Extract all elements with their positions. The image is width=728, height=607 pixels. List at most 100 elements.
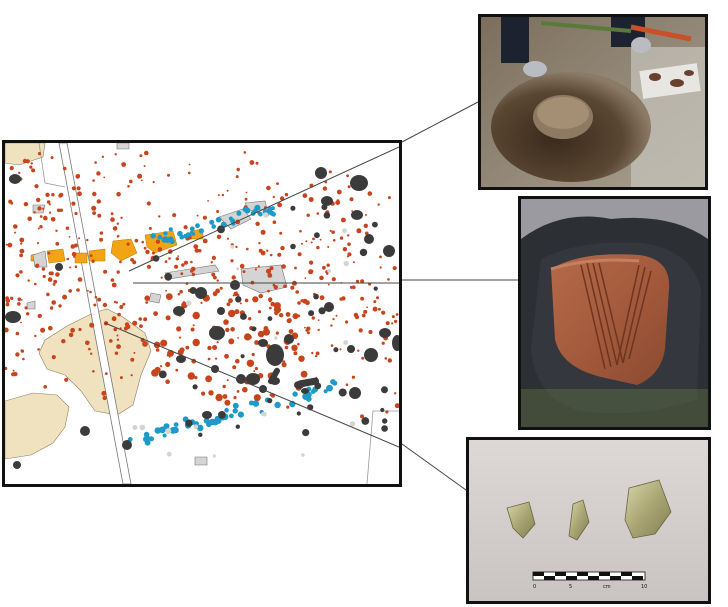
feature-dot: [116, 191, 121, 197]
feature-dot: [236, 210, 242, 216]
feature-dot: [277, 202, 282, 208]
feature-dot: [330, 324, 333, 327]
feature-dot: [301, 453, 305, 457]
feature-dot: [327, 246, 330, 248]
feature-dot: [304, 326, 306, 329]
feature-dot: [62, 166, 67, 171]
feature-dot: [302, 193, 308, 198]
feature-dot: [40, 327, 46, 333]
feature-dot: [181, 263, 185, 267]
feature-dot: [332, 318, 335, 321]
feature-dot: [34, 334, 37, 338]
feature-dot: [144, 295, 150, 301]
feature-dot: [52, 283, 56, 286]
feature-dot: [13, 224, 18, 229]
feature-dot: [258, 293, 263, 299]
feature-dot: [240, 313, 247, 320]
feature-dot: [232, 408, 238, 414]
feature-dot: [86, 238, 89, 242]
feature-dot: [200, 301, 203, 304]
feature-dot: [41, 267, 46, 271]
feature-dot: [110, 217, 115, 222]
feature-dot: [96, 171, 101, 176]
feature-dot: [165, 361, 171, 367]
feature-dot: [239, 302, 242, 305]
feature-dot: [263, 212, 269, 218]
excavation-photo: [478, 14, 708, 190]
feature-dot: [338, 388, 347, 397]
feature-dot: [23, 202, 29, 207]
feature-dot: [379, 255, 382, 259]
feature-dot: [215, 393, 223, 402]
feature-dot: [297, 342, 300, 346]
feature-dot: [55, 241, 60, 246]
feature-dot: [65, 226, 70, 230]
feature-dot: [10, 201, 14, 205]
feature-dot: [236, 390, 240, 393]
feature-dot: [155, 239, 161, 244]
feature-dot: [237, 411, 244, 418]
feature-dot: [359, 248, 368, 257]
feature-dot: [215, 216, 222, 223]
feature-dot: [361, 356, 365, 360]
feature-dot: [376, 296, 379, 300]
feature-dot: [19, 270, 23, 274]
feature-dot: [101, 155, 105, 158]
feature-dot: [217, 225, 225, 234]
feature-dot: [49, 306, 54, 310]
feature-dot: [202, 215, 207, 220]
feature-dot: [37, 206, 42, 211]
feature-dot: [153, 311, 159, 316]
feature-dot: [165, 379, 170, 384]
feature-dot: [205, 375, 213, 383]
feature-dot: [281, 362, 287, 368]
feature-dot: [274, 336, 278, 340]
feature-dot: [216, 341, 219, 344]
feature-dot: [381, 386, 388, 394]
feature-dot: [217, 194, 220, 197]
feature-dot: [190, 260, 193, 264]
feature-dot: [224, 353, 229, 359]
feature-dot: [342, 247, 348, 252]
feature-dot: [394, 403, 399, 409]
feature-dot: [277, 252, 282, 257]
feature-dot: [187, 372, 195, 380]
feature-dot: [273, 285, 278, 290]
feature-dot: [311, 351, 314, 355]
feature-dot: [322, 186, 328, 191]
feature-dot: [316, 245, 320, 250]
feature-dot: [255, 221, 260, 226]
feature-dot: [251, 326, 257, 332]
glass-fragment-3: [624, 479, 672, 539]
feature-dot: [50, 217, 56, 222]
feature-dot: [166, 451, 172, 457]
feature-dot: [235, 296, 242, 303]
feature-dot: [216, 210, 220, 213]
feature-dot: [266, 249, 269, 252]
feature-dot: [58, 304, 62, 308]
linear-trench-feature: [58, 143, 132, 484]
feature-dot: [183, 233, 189, 239]
feature-dot: [318, 307, 326, 315]
feature-dot: [59, 192, 64, 197]
map-leader-1: [128, 146, 399, 272]
feature-dot: [302, 298, 308, 304]
feature-dot: [279, 313, 284, 318]
map-leader-3: [104, 322, 399, 448]
feature-dot: [162, 433, 167, 438]
feature-dot: [314, 232, 320, 239]
feature-dot: [269, 266, 274, 271]
beige-zone-center: [38, 308, 152, 416]
feature-dot: [179, 289, 183, 294]
feature-dot: [116, 344, 121, 349]
feature-dot: [101, 390, 107, 396]
feature-dot: [372, 306, 378, 312]
feature-dot: [68, 289, 72, 293]
feature-dot: [175, 368, 179, 372]
feature-dot: [94, 295, 98, 299]
feature-dot: [330, 379, 336, 385]
feature-dot: [89, 254, 93, 257]
feature-dot: [92, 191, 97, 197]
feature-dot: [140, 179, 143, 182]
feature-dot: [326, 263, 330, 267]
